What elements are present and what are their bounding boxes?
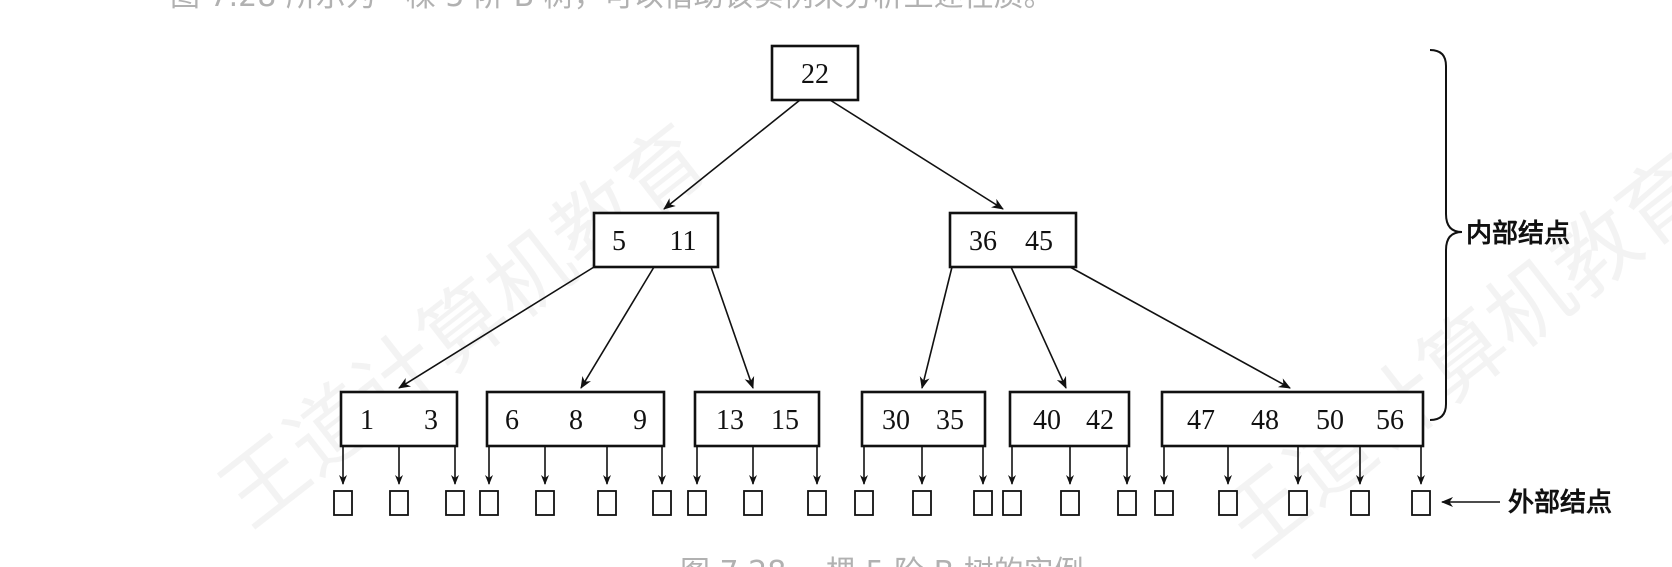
node-key: 11 — [670, 226, 697, 257]
tree-node-n30_35: 30 35 — [860, 390, 987, 448]
node-key: 22 — [801, 59, 829, 90]
tree-edge-to-n47_56 — [1069, 266, 1291, 389]
external-node-box — [1288, 490, 1308, 516]
external-nodes — [333, 446, 1431, 516]
tree-edge-to-n30_35 — [919, 266, 953, 389]
external-node-box — [1411, 490, 1431, 516]
node-key: 35 — [936, 405, 964, 436]
node-box — [339, 390, 459, 448]
external-node-box — [743, 490, 763, 516]
internal-nodes-brace — [1429, 49, 1463, 421]
external-node-box — [854, 490, 874, 516]
external-node-box — [1117, 490, 1137, 516]
node-key: 36 — [969, 226, 997, 257]
tree-node-n6_8_9: 6 8 9 — [485, 390, 666, 448]
external-node-box — [912, 490, 932, 516]
tree-edge-to-n1_3 — [398, 266, 595, 389]
internal-nodes-label: 内部结点 — [1466, 218, 1570, 249]
header-fragment: 图 7.28 所示为一棵 5 阶 B 树，可以借助该实例来分析上述性质。 — [170, 0, 1054, 14]
external-node-box — [445, 490, 465, 516]
external-node-box — [1002, 490, 1022, 516]
tree-edge-to-n36_45 — [829, 99, 1004, 210]
node-box — [693, 390, 821, 448]
external-node-box — [973, 490, 993, 516]
tree-node-n47_56: 47 48 50 56 — [1160, 390, 1425, 448]
external-node-box — [807, 490, 827, 516]
node-key: 9 — [633, 405, 647, 436]
node-box — [1160, 390, 1425, 448]
node-key: 8 — [569, 405, 583, 436]
tree-node-n36_45: 36 45 — [948, 211, 1078, 269]
external-node-box — [535, 490, 555, 516]
node-box — [770, 44, 860, 102]
node-key: 47 — [1187, 405, 1215, 436]
figure-caption: 图 7.28 一棵 5 阶 B 树的实例 — [680, 555, 1084, 567]
node-key: 5 — [612, 226, 626, 257]
node-key: 56 — [1376, 405, 1404, 436]
external-node-box — [597, 490, 617, 516]
watermark: 王道计算机教育 — [202, 107, 726, 546]
node-key: 30 — [882, 405, 910, 436]
tree-node-n40_42: 40 42 — [1008, 390, 1131, 448]
tree-node-n13_15: 13 15 — [693, 390, 821, 448]
node-key: 50 — [1316, 405, 1344, 436]
external-node-box — [1154, 490, 1174, 516]
tree-edge-to-n13_15 — [710, 266, 755, 389]
tree-edge-to-n40_42 — [1010, 266, 1067, 389]
node-box — [860, 390, 987, 448]
external-node-box — [333, 490, 353, 516]
external-node-box — [687, 490, 707, 516]
node-key: 40 — [1033, 405, 1061, 436]
external-nodes-label: 外部结点 — [1508, 487, 1612, 518]
tree-edge-to-n6_8_9 — [580, 266, 655, 389]
node-key: 6 — [505, 405, 519, 436]
external-node-box — [1060, 490, 1080, 516]
node-box — [485, 390, 666, 448]
external-node-box — [389, 490, 409, 516]
node-box — [948, 211, 1078, 269]
external-node-box — [652, 490, 672, 516]
external-node-box — [479, 490, 499, 516]
node-key: 13 — [716, 405, 744, 436]
external-node-box — [1350, 490, 1370, 516]
node-box — [1008, 390, 1131, 448]
node-key: 48 — [1251, 405, 1279, 436]
tree-edges — [398, 99, 1291, 389]
node-box — [592, 211, 720, 269]
external-node-box — [1218, 490, 1238, 516]
node-key: 1 — [360, 405, 374, 436]
node-key: 45 — [1025, 226, 1053, 257]
node-key: 3 — [424, 405, 438, 436]
tree-node-n5_11: 5 11 — [592, 211, 720, 269]
tree-node-n22: 22 — [770, 44, 860, 102]
node-key: 15 — [771, 405, 799, 436]
tree-edge-to-n5_11 — [663, 99, 801, 210]
node-key: 42 — [1086, 405, 1114, 436]
